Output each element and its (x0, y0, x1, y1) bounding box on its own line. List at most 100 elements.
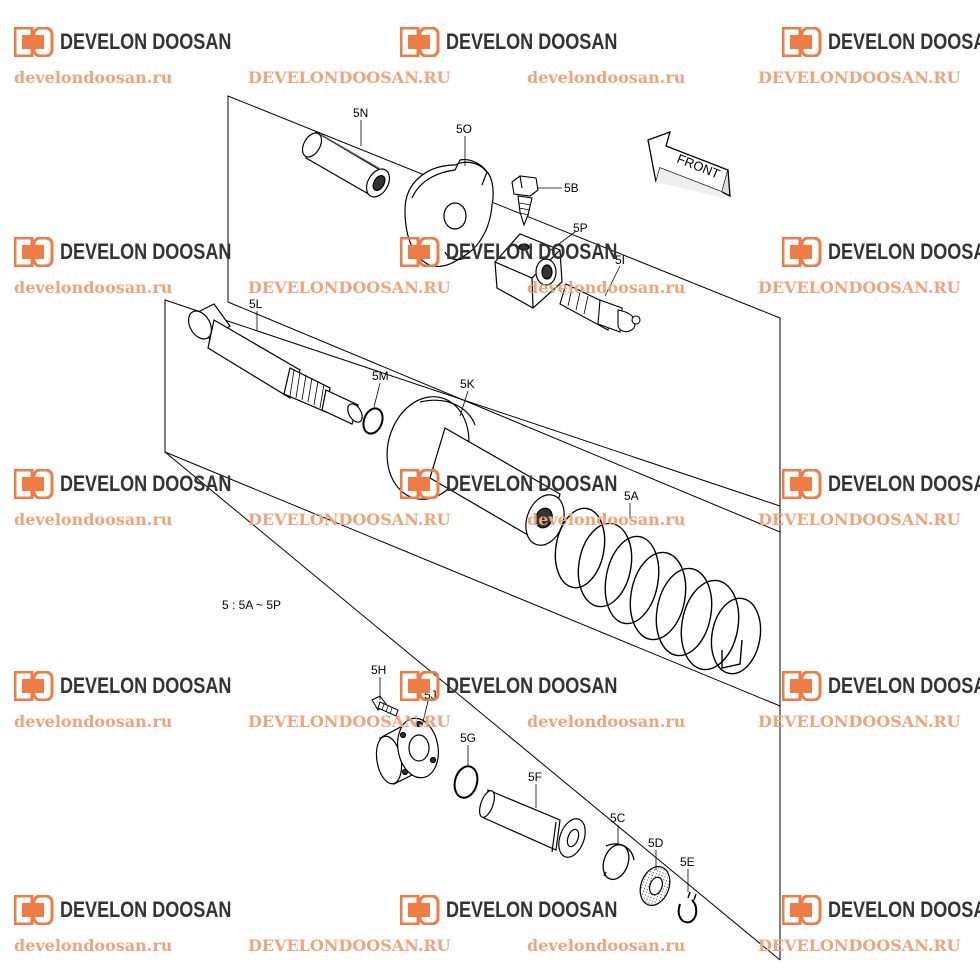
brand-logo-icon (400, 671, 440, 701)
watermark-url: develondoosan.ru (527, 68, 686, 87)
brand-logo-icon (14, 895, 54, 925)
watermark-url: DEVELONDOOSAN.RU (758, 712, 961, 731)
watermark-brand: DEVELON DOOSAN (60, 29, 232, 54)
part-5P-block (494, 233, 563, 309)
watermark-url: DEVELONDOOSAN.RU (758, 68, 961, 87)
watermark-logo: DEVELON DOOSAN (400, 27, 655, 57)
brand-logo-icon (14, 27, 54, 57)
watermark-logo: DEVELON DOOSAN (782, 469, 980, 499)
label-5I: 5I (615, 253, 625, 267)
watermark-brand: DEVELON DOOSAN (60, 239, 232, 264)
watermark-url: DEVELONDOOSAN.RU (248, 510, 451, 529)
watermark-url: DEVELONDOOSAN.RU (758, 936, 961, 955)
watermark-url: DEVELONDOOSAN.RU (248, 278, 451, 297)
watermark-logo: DEVELON DOOSAN (400, 237, 655, 267)
part-5I-valve (559, 283, 641, 333)
brand-logo-icon (782, 895, 822, 925)
watermark-logo: DEVELON DOOSAN (782, 895, 980, 925)
watermark-brand: DEVELON DOOSAN (60, 673, 232, 698)
label-5L: 5L (249, 297, 263, 311)
watermark-brand: DEVELON DOOSAN (446, 29, 618, 54)
label-5H: 5H (371, 663, 386, 677)
watermark-brand: DEVELON DOOSAN (828, 471, 980, 496)
watermark-logo: DEVELON DOOSAN (14, 671, 269, 701)
part-5A-spring (554, 507, 762, 675)
part-5N-sleeve (301, 131, 391, 198)
watermark-brand: DEVELON DOOSAN (828, 673, 980, 698)
watermark-brand: DEVELON DOOSAN (828, 897, 980, 922)
part-5O-plate (404, 159, 494, 267)
watermark-url: develondoosan.ru (14, 68, 173, 87)
part-5D-seal (639, 866, 671, 906)
leader-lines (256, 120, 689, 892)
watermark-url: DEVELONDOOSAN.RU (248, 936, 451, 955)
watermark-url: DEVELONDOOSAN.RU (248, 712, 451, 731)
watermark-logo: DEVELON DOOSAN (14, 895, 269, 925)
part-5F-bushing (479, 789, 586, 858)
label-5P: 5P (573, 221, 588, 235)
watermark-logo: DEVELON DOOSAN (782, 237, 980, 267)
brand-logo-icon (782, 469, 822, 499)
watermark-url: develondoosan.ru (14, 278, 173, 297)
watermark-url: DEVELONDOOSAN.RU (758, 278, 961, 297)
watermark-logo: DEVELON DOOSAN (400, 895, 655, 925)
watermark-url: develondoosan.ru (527, 278, 686, 297)
brand-logo-icon (782, 671, 822, 701)
label-5K: 5K (460, 377, 475, 391)
watermark-logo: DEVELON DOOSAN (400, 671, 655, 701)
label-5E: 5E (680, 855, 695, 869)
watermark-brand: DEVELON DOOSAN (446, 673, 618, 698)
watermark-url: DEVELONDOOSAN.RU (758, 510, 961, 529)
label-5A: 5A (624, 489, 639, 503)
brand-logo-icon (782, 27, 822, 57)
watermark-brand: DEVELON DOOSAN (828, 239, 980, 264)
watermark-url: develondoosan.ru (527, 712, 686, 731)
watermark-logo: DEVELON DOOSAN (14, 237, 269, 267)
label-5B: 5B (564, 181, 579, 195)
brand-logo-icon (14, 671, 54, 701)
watermark-brand: DEVELON DOOSAN (446, 471, 618, 496)
part-5G-oring (453, 765, 479, 799)
brand-logo-icon (400, 237, 440, 267)
part-labels: 5N 5O 5B 5P 5I 5L 5M 5K 5A 5H 5J 5G 5F 5… (249, 106, 695, 869)
brand-logo-icon (400, 895, 440, 925)
watermark-logo: DEVELON DOOSAN (782, 671, 980, 701)
label-5O: 5O (456, 122, 472, 136)
label-5N: 5N (353, 106, 368, 120)
assembly-panels (164, 95, 781, 961)
watermark-brand: DEVELON DOOSAN (60, 471, 232, 496)
watermark-url: develondoosan.ru (14, 712, 173, 731)
brand-logo-icon (782, 237, 822, 267)
brand-logo-icon (14, 469, 54, 499)
part-5E-snap-ring (677, 891, 698, 924)
label-5C: 5C (610, 811, 626, 825)
part-5M-oring (362, 407, 384, 435)
brand-logo-icon (400, 469, 440, 499)
watermark-brand: DEVELON DOOSAN (446, 239, 618, 264)
watermark-url: develondoosan.ru (14, 936, 173, 955)
part-5C-collar (602, 843, 635, 881)
part-5H-bolt (371, 695, 399, 717)
part-5B-bolt (511, 175, 539, 227)
watermark-logo: DEVELON DOOSAN (400, 469, 655, 499)
watermark-logo: DEVELON DOOSAN (14, 27, 269, 57)
part-5L-shaft (187, 303, 363, 425)
watermark-brand: DEVELON DOOSAN (60, 897, 232, 922)
watermark-url: develondoosan.ru (527, 510, 686, 529)
watermark-url: develondoosan.ru (527, 936, 686, 955)
label-5M: 5M (372, 369, 389, 383)
front-arrow (647, 130, 731, 198)
part-5K-cylinder (386, 396, 565, 546)
watermark-url: DEVELONDOOSAN.RU (248, 68, 451, 87)
assembly-note: 5 : 5A ~ 5P (222, 598, 282, 612)
brand-logo-icon (400, 27, 440, 57)
watermark-logo: DEVELON DOOSAN (782, 27, 980, 57)
watermark-brand: DEVELON DOOSAN (828, 29, 980, 54)
label-5F: 5F (528, 770, 542, 784)
part-5J-hub (375, 717, 439, 785)
watermark-url: develondoosan.ru (14, 510, 173, 529)
label-5D: 5D (648, 836, 664, 850)
brand-logo-icon (14, 237, 54, 267)
